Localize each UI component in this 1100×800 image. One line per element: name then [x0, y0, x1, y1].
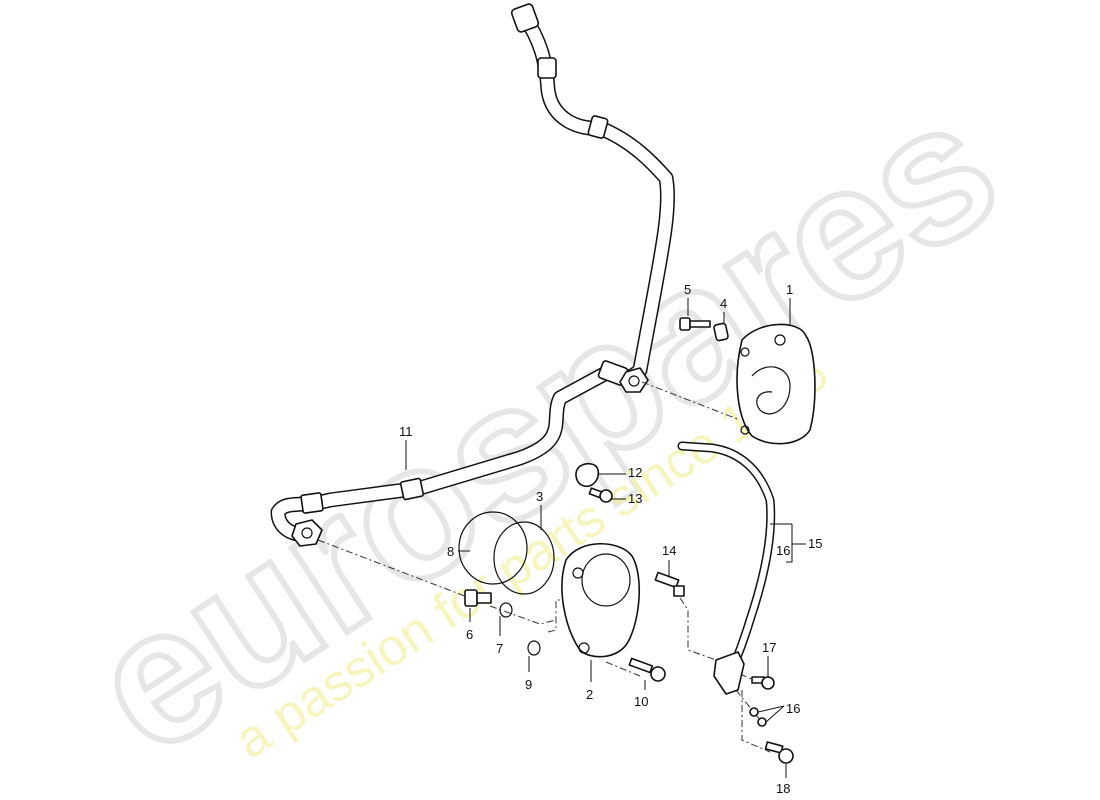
part-4-sleeve — [713, 322, 729, 342]
label-part-12[interactable]: 12 — [628, 465, 643, 480]
part-14-stud — [654, 571, 685, 597]
label-part-16-hose[interactable]: 16 — [776, 543, 791, 558]
label-part-6[interactable]: 6 — [466, 627, 474, 642]
label-part-10[interactable]: 10 — [634, 694, 649, 709]
label-part-17[interactable]: 17 — [762, 640, 777, 655]
part-2-vacuum-pump — [561, 542, 641, 658]
label-part-4[interactable]: 4 — [720, 296, 728, 311]
label-part-8[interactable]: 8 — [447, 544, 455, 559]
part-1-pump-housing-upper — [736, 323, 816, 445]
label-part-15[interactable]: 15 — [808, 536, 823, 551]
part-12-clip — [575, 462, 600, 488]
label-part-3[interactable]: 3 — [536, 489, 544, 504]
assembly-lines — [317, 381, 771, 753]
label-part-14[interactable]: 14 — [662, 543, 677, 558]
part-15-vacuum-hose — [677, 441, 776, 695]
part-18-bolt — [764, 741, 794, 764]
part-16-nut — [749, 707, 759, 717]
label-part-18[interactable]: 18 — [776, 781, 791, 796]
label-part-9[interactable]: 9 — [525, 677, 533, 692]
part-6-fitting — [464, 589, 492, 607]
label-part-13[interactable]: 13 — [628, 491, 643, 506]
label-part-7[interactable]: 7 — [496, 641, 504, 656]
part-8-ring — [458, 511, 528, 585]
part-9-washer — [527, 640, 541, 656]
label-part-2[interactable]: 2 — [586, 687, 594, 702]
part-16-nut — [757, 717, 767, 727]
part-5-bolt — [679, 317, 711, 331]
part-7-washer — [499, 602, 513, 618]
part-17-bolt — [751, 676, 775, 690]
label-part-1[interactable]: 1 — [786, 282, 794, 297]
label-part-16-nuts[interactable]: 16 — [786, 701, 801, 716]
label-part-11[interactable]: 11 — [399, 424, 413, 439]
watermark-brand: eurospares — [57, 59, 1032, 795]
leader-lines — [405, 298, 806, 778]
label-part-5[interactable]: 5 — [684, 282, 692, 297]
pipe-11 — [270, 3, 675, 547]
part-3-ring — [493, 521, 555, 595]
watermark: eurospares a passion for parts since 198… — [54, 56, 1035, 798]
part-13-bolt — [588, 487, 613, 503]
part-10-bolt — [628, 657, 666, 682]
